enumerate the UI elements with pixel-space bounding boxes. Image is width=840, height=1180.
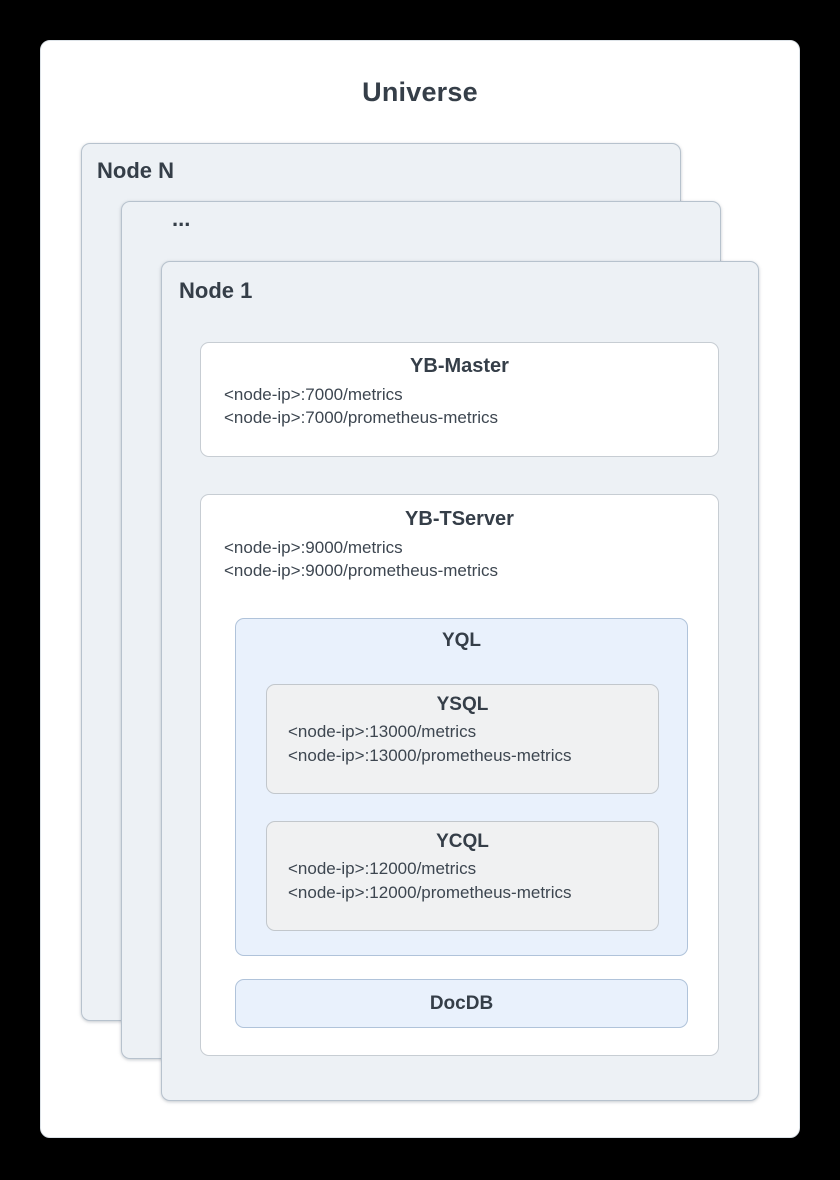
universe-container: Universe Node N ... Node 1 YB-Master <no… xyxy=(40,40,800,1138)
yb-master-box: YB-Master <node-ip>:7000/metrics <node-i… xyxy=(200,342,719,457)
yql-box: YQL YSQL <node-ip>:13000/metrics <node-i… xyxy=(235,618,688,956)
ysql-title: YSQL xyxy=(436,694,489,715)
ycql-prometheus-endpoint: <node-ip>:12000/prometheus-metrics xyxy=(288,883,572,902)
docdb-box: DocDB xyxy=(235,979,688,1028)
yb-master-metrics-endpoint: <node-ip>:7000/metrics xyxy=(224,385,403,404)
yb-tserver-metrics-endpoint: <node-ip>:9000/metrics xyxy=(224,538,403,557)
node-box-1: Node 1 YB-Master <node-ip>:7000/metrics … xyxy=(161,261,759,1101)
ycql-endpoints: <node-ip>:12000/metrics <node-ip>:12000/… xyxy=(267,857,658,905)
ysql-endpoints: <node-ip>:13000/metrics <node-ip>:13000/… xyxy=(267,720,658,768)
yb-tserver-box: YB-TServer <node-ip>:9000/metrics <node-… xyxy=(200,494,719,1056)
docdb-title: DocDB xyxy=(429,992,494,1014)
ellipsis-label: ... xyxy=(172,206,191,231)
ysql-prometheus-endpoint: <node-ip>:13000/prometheus-metrics xyxy=(288,746,572,765)
yb-master-prometheus-endpoint: <node-ip>:7000/prometheus-metrics xyxy=(224,408,499,427)
ysql-metrics-endpoint: <node-ip>:13000/metrics xyxy=(288,722,477,741)
yb-tserver-prometheus-endpoint: <node-ip>:9000/prometheus-metrics xyxy=(224,561,499,580)
ysql-box: YSQL <node-ip>:13000/metrics <node-ip>:1… xyxy=(266,684,659,794)
yb-master-title: YB-Master xyxy=(410,355,509,377)
node-n-label: Node N xyxy=(97,158,174,183)
ycql-metrics-endpoint: <node-ip>:12000/metrics xyxy=(288,859,477,878)
yb-tserver-title: YB-TServer xyxy=(405,508,514,530)
yb-master-endpoints: <node-ip>:7000/metrics <node-ip>:7000/pr… xyxy=(201,383,718,429)
universe-title: Universe xyxy=(362,77,478,107)
ycql-title: YCQL xyxy=(436,831,489,852)
yql-title: YQL xyxy=(441,630,482,651)
ycql-box: YCQL <node-ip>:12000/metrics <node-ip>:1… xyxy=(266,821,659,931)
yb-tserver-endpoints: <node-ip>:9000/metrics <node-ip>:9000/pr… xyxy=(201,536,718,582)
node-1-label: Node 1 xyxy=(179,278,253,303)
